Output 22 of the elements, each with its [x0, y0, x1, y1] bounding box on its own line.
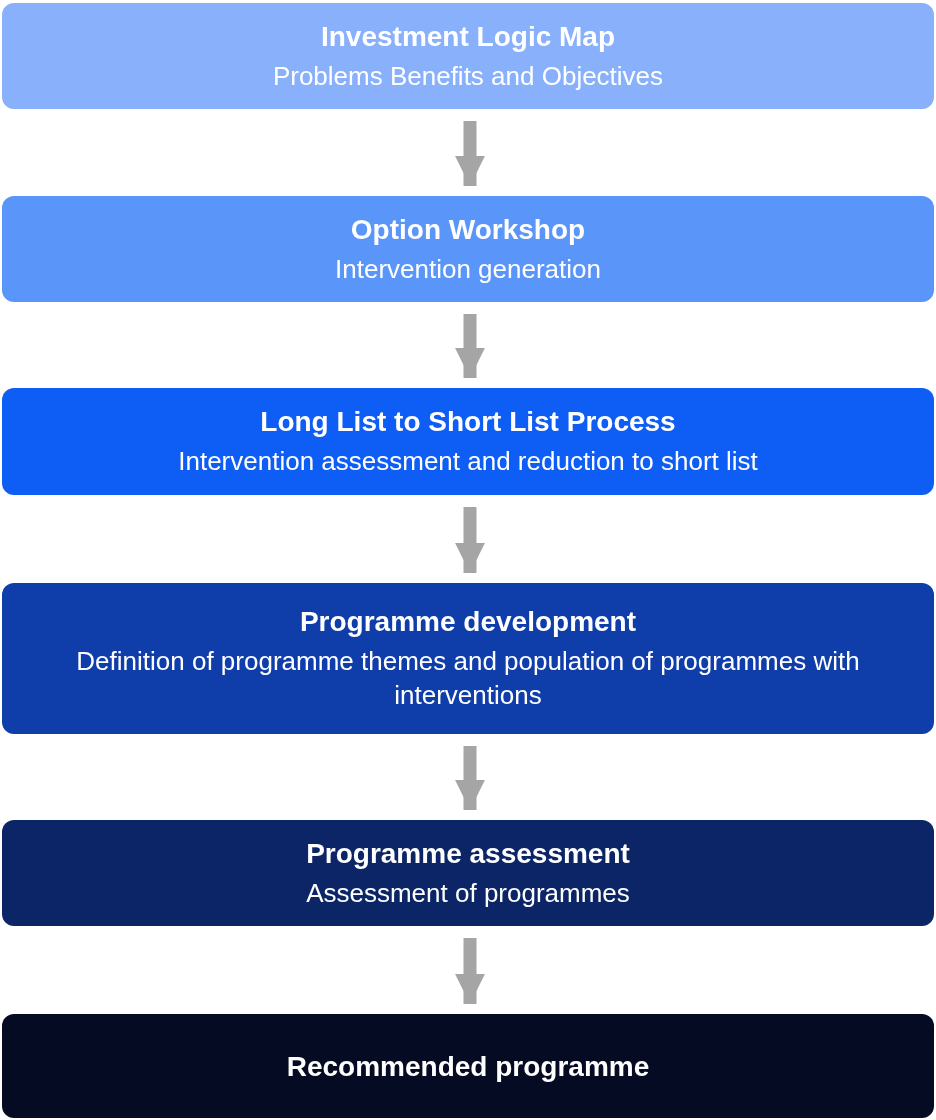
- step-title: Investment Logic Map: [320, 19, 615, 54]
- arrow: [455, 938, 485, 1004]
- process-box: [2, 3, 934, 109]
- process-box: [2, 388, 934, 495]
- process-box: [2, 820, 934, 926]
- step-title: Recommended programme: [286, 1049, 650, 1084]
- step-description: Definition of programme themes and population of programmes with interventions: [75, 645, 861, 712]
- step-title: Programme development: [299, 605, 637, 640]
- step-description: Problems Benefits and Objectives: [272, 59, 664, 93]
- step-title: Option Workshop: [350, 212, 586, 247]
- arrow: [455, 507, 485, 573]
- step-description: Assessment of programmes: [306, 876, 630, 910]
- arrow: [455, 746, 485, 810]
- step-title: Long List to Short List Process: [260, 405, 676, 440]
- arrow: [455, 314, 485, 378]
- process-box: [2, 196, 934, 302]
- step-description: Intervention generation: [335, 252, 601, 286]
- process-box: [2, 583, 934, 734]
- step-description: Intervention assessment and reduction to short list: [178, 445, 758, 479]
- process-box: [2, 1014, 934, 1118]
- step-title: Programme assessment: [306, 836, 630, 871]
- arrow: [455, 121, 485, 186]
